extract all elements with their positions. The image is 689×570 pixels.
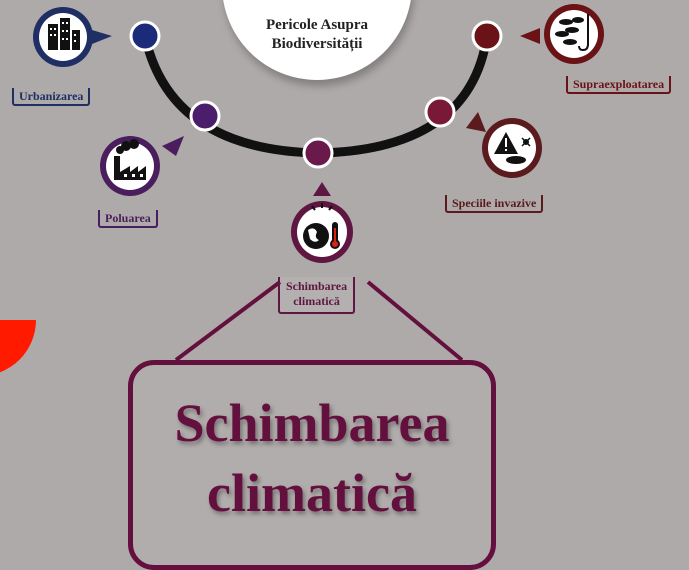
label-schimbarea-line-2: climatică [293,294,340,308]
label-urbanizarea: Urbanizarea [12,88,91,106]
title-line-1: Pericole Asupra [265,17,369,33]
highlight-box [128,360,496,570]
label-schimbarea-climatica: Schimbarea climatică [278,277,356,314]
label-poluarea: Poluarea [98,210,158,228]
title-line-2: Biodiversității [271,36,363,52]
highlight-line-1: Schimbarea [174,393,450,453]
label-speciile-invazive: Speciile invazive [445,195,544,213]
highlight-title: Schimbarea climatică [128,388,496,528]
label-supraexploatarea: Supraexploatarea [566,76,672,94]
funnel-line-right [366,280,464,362]
node-schimbarea [302,137,334,169]
city-buildings-icon [33,7,112,67]
node-urbanizarea [129,20,161,52]
node-invazive [424,96,456,128]
diagram-canvas [33,4,604,362]
factory-icon [100,136,184,196]
highlight-line-2: climatică [207,463,417,523]
invasive-species-warning-icon [466,112,542,178]
funnel-line-left [174,280,282,362]
node-poluarea [189,100,221,132]
label-schimbarea-line-1: Schimbarea [286,279,348,293]
node-supraexploatarea [471,20,503,52]
globe-thermometer-icon [291,182,353,263]
fish-hook-icon [520,4,604,64]
